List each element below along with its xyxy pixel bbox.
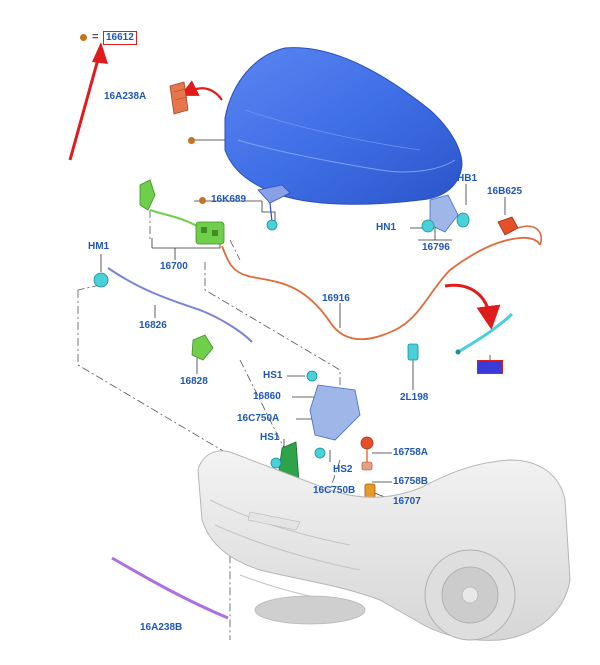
label-16707[interactable]: 16707 — [393, 496, 421, 507]
hood-panel[interactable] — [224, 47, 463, 205]
hood-weatherstrip[interactable] — [111, 556, 229, 620]
legend-dot — [80, 34, 87, 41]
label-16916[interactable]: 16916 — [322, 293, 350, 304]
label-highlighted-part[interactable]: HN2 — [477, 360, 504, 374]
label-HS1-lower[interactable]: HS1 — [260, 432, 280, 443]
label-16A238A[interactable]: 16A238A — [104, 91, 147, 102]
label-HB1[interactable]: HB1 — [457, 173, 478, 184]
callout-dot-16K689 — [199, 197, 206, 204]
label-16700[interactable]: 16700 — [160, 261, 188, 272]
label-16828[interactable]: 16828 — [180, 376, 208, 387]
label-16796[interactable]: 16796 — [422, 242, 450, 253]
label-16826[interactable]: 16826 — [139, 320, 167, 331]
pointer-arrow — [68, 42, 108, 161]
label-HS1-upper[interactable]: HS1 — [263, 370, 283, 381]
hood-support-rod[interactable] — [93, 267, 253, 343]
label-16C750A[interactable]: 16C750A — [237, 413, 280, 424]
label-16758A[interactable]: 16758A — [393, 447, 429, 458]
label-HM1[interactable]: HM1 — [88, 241, 110, 252]
label-16C750B[interactable]: 16C750B — [313, 485, 356, 496]
hood-latch-parts[interactable] — [360, 436, 376, 499]
hood-prop-rod-clip[interactable] — [257, 184, 291, 231]
hood-latch-cable-bracket[interactable] — [139, 179, 225, 245]
support-rod-clip[interactable] — [191, 334, 214, 361]
label-16A238B[interactable]: 16A238B — [140, 622, 183, 633]
label-16758B[interactable]: 16758B — [393, 476, 429, 487]
arrow-to-cable-end — [444, 283, 501, 330]
hood-lock-assembly[interactable] — [306, 370, 361, 459]
label-16B625[interactable]: 16B625 — [487, 186, 523, 197]
label-16860[interactable]: 16860 — [253, 391, 281, 402]
cable-end-highlighted[interactable] — [455, 312, 514, 355]
callout-dot-16A238A — [188, 137, 195, 144]
label-HN1[interactable]: HN1 — [376, 222, 397, 233]
label-16K689[interactable]: 16K689 — [211, 194, 247, 205]
label-16612[interactable]: 16612 — [103, 31, 137, 45]
arrow-to-insulator — [180, 80, 223, 101]
label-HS2[interactable]: HS2 — [333, 464, 353, 475]
cable-clip-2L198[interactable] — [407, 343, 419, 361]
release-handle[interactable] — [497, 216, 542, 246]
label-2L198[interactable]: 2L198 — [400, 392, 429, 403]
hood-insulator-upper[interactable] — [169, 81, 189, 115]
hood-release-cable[interactable] — [221, 236, 541, 341]
front-bumper — [197, 450, 571, 641]
legend-equals: = — [92, 31, 99, 43]
hood-hinge[interactable] — [421, 194, 470, 233]
